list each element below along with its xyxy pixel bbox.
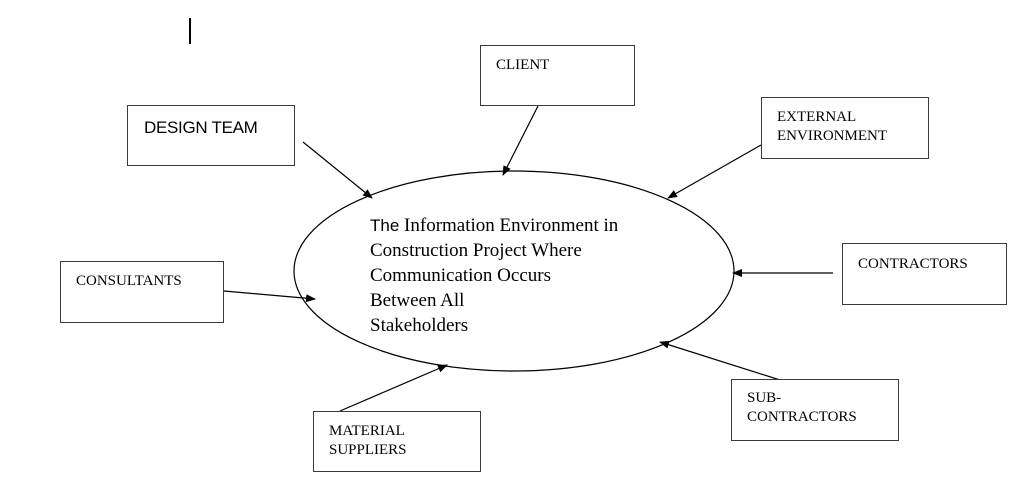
arrow-design-team (302, 141, 373, 199)
node-contractors-label: CONTRACTORS (858, 256, 968, 272)
central-line-2: Construction Project Where (370, 240, 582, 261)
arrow-external-environment (667, 144, 762, 199)
node-sub-contractors: SUB- CONTRACTORS (731, 379, 899, 441)
central-line-3: Communication Occurs (370, 265, 551, 286)
node-design-team: DESIGN TEAM (127, 105, 295, 166)
central-description: The Information Environment in Construct… (370, 213, 690, 338)
node-external-environment: EXTERNAL ENVIRONMENT (761, 97, 929, 159)
arrow-client (502, 105, 539, 176)
arrow-material-suppliers (339, 364, 448, 412)
node-material-suppliers-label: MATERIAL SUPPLIERS (329, 423, 407, 458)
central-line-4: Between All (370, 290, 465, 311)
node-consultants: CONSULTANTS (60, 261, 224, 323)
central-prefix: The (370, 216, 400, 235)
text-cursor (189, 18, 191, 44)
node-sub-contractors-label: SUB- CONTRACTORS (747, 390, 857, 425)
central-line-5: Stakeholders (370, 315, 469, 336)
node-contractors: CONTRACTORS (842, 243, 1007, 305)
node-material-suppliers: MATERIAL SUPPLIERS (313, 411, 481, 472)
central-line-1-rest: Information Environment in (399, 215, 619, 236)
node-consultants-label: CONSULTANTS (76, 273, 182, 289)
arrow-sub-contractors (659, 340, 781, 381)
node-client-label: CLIENT (496, 57, 550, 73)
node-client: CLIENT (480, 45, 635, 106)
arrow-consultants (223, 290, 316, 303)
node-external-environment-label: EXTERNAL ENVIRONMENT (777, 109, 887, 144)
central-line-1: The Information Environment in (370, 213, 690, 238)
node-design-team-label: DESIGN TEAM (144, 118, 258, 137)
